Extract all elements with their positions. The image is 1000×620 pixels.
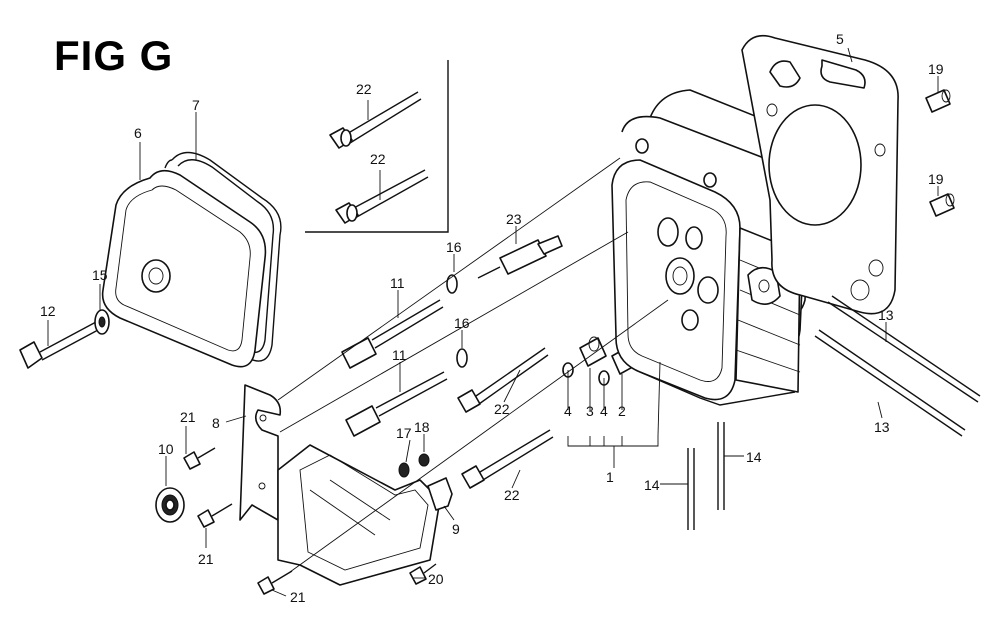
leader-lines bbox=[47, 47, 939, 597]
bolt-20 bbox=[409, 563, 437, 585]
label-part-22a: 22 bbox=[356, 81, 372, 97]
label-part-13a: 13 bbox=[878, 307, 894, 323]
bolt-22-head-lower bbox=[461, 429, 554, 489]
bolt-22-lower bbox=[335, 169, 429, 224]
stud-14-right bbox=[717, 422, 725, 510]
label-part-12: 12 bbox=[40, 303, 56, 319]
breather-plate-8 bbox=[239, 384, 441, 586]
bolt-21-upper bbox=[183, 447, 216, 470]
washer-16-upper bbox=[446, 274, 458, 294]
label-part-1: 1 bbox=[606, 469, 614, 485]
dowel-19-lower bbox=[929, 193, 955, 217]
label-part-14a: 14 bbox=[644, 477, 660, 493]
head-gasket-5 bbox=[741, 34, 899, 315]
nut-18 bbox=[418, 453, 430, 467]
stud-13-lower bbox=[814, 329, 966, 437]
washer-16-lower bbox=[456, 348, 468, 368]
label-part-22b: 22 bbox=[370, 151, 386, 167]
clip-9 bbox=[427, 477, 453, 511]
seal-10 bbox=[155, 487, 185, 523]
gasket-7 bbox=[164, 151, 282, 362]
label-part-16b: 16 bbox=[454, 315, 470, 331]
label-part-22c: 22 bbox=[494, 401, 510, 417]
label-part-8: 8 bbox=[212, 415, 220, 431]
label-part-19a: 19 bbox=[928, 61, 944, 77]
collet-17 bbox=[398, 462, 410, 478]
bolt-inset-box bbox=[305, 60, 449, 233]
washer-15 bbox=[94, 309, 110, 335]
figure-title: FIG G bbox=[54, 32, 174, 79]
label-part-21a: 21 bbox=[180, 409, 196, 425]
spark-plug-23 bbox=[477, 235, 563, 279]
label-part-4a: 4 bbox=[564, 403, 572, 419]
label-part-9: 9 bbox=[452, 521, 460, 537]
dowel-11-lower bbox=[345, 371, 448, 437]
label-part-3: 3 bbox=[586, 403, 594, 419]
valve-guide-3 bbox=[579, 336, 607, 367]
bolt-22-head-upper bbox=[457, 347, 549, 413]
label-part-14b: 14 bbox=[746, 449, 762, 465]
label-part-2: 2 bbox=[618, 403, 626, 419]
label-part-13b: 13 bbox=[874, 419, 890, 435]
bolt-12 bbox=[19, 321, 99, 369]
label-part-20: 20 bbox=[428, 571, 444, 587]
label-part-15: 15 bbox=[92, 267, 108, 283]
label-part-11a: 11 bbox=[390, 275, 405, 291]
label-part-18: 18 bbox=[414, 419, 430, 435]
label-part-17: 17 bbox=[396, 425, 412, 441]
label-part-11b: 11 bbox=[392, 347, 407, 363]
label-part-5: 5 bbox=[836, 31, 844, 47]
label-part-22d: 22 bbox=[504, 487, 520, 503]
callout-labels: 1 2 3 4 4 5 6 7 8 9 10 11 11 12 13 13 14… bbox=[40, 31, 944, 605]
bolt-21-middle bbox=[197, 503, 233, 528]
label-part-16a: 16 bbox=[446, 239, 462, 255]
label-part-4b: 4 bbox=[600, 403, 608, 419]
stud-14-left bbox=[687, 448, 695, 530]
label-part-23: 23 bbox=[506, 211, 522, 227]
bolt-22-upper bbox=[329, 91, 422, 149]
label-part-10: 10 bbox=[158, 441, 174, 457]
stud-13-upper bbox=[827, 295, 981, 403]
label-part-7: 7 bbox=[192, 97, 200, 113]
label-part-6: 6 bbox=[134, 125, 142, 141]
label-part-21c: 21 bbox=[290, 589, 306, 605]
dowel-19-upper bbox=[925, 89, 951, 113]
bolt-21-lower bbox=[257, 570, 293, 595]
label-part-19b: 19 bbox=[928, 171, 944, 187]
label-part-21b: 21 bbox=[198, 551, 214, 567]
head-cover-6 bbox=[101, 169, 267, 368]
